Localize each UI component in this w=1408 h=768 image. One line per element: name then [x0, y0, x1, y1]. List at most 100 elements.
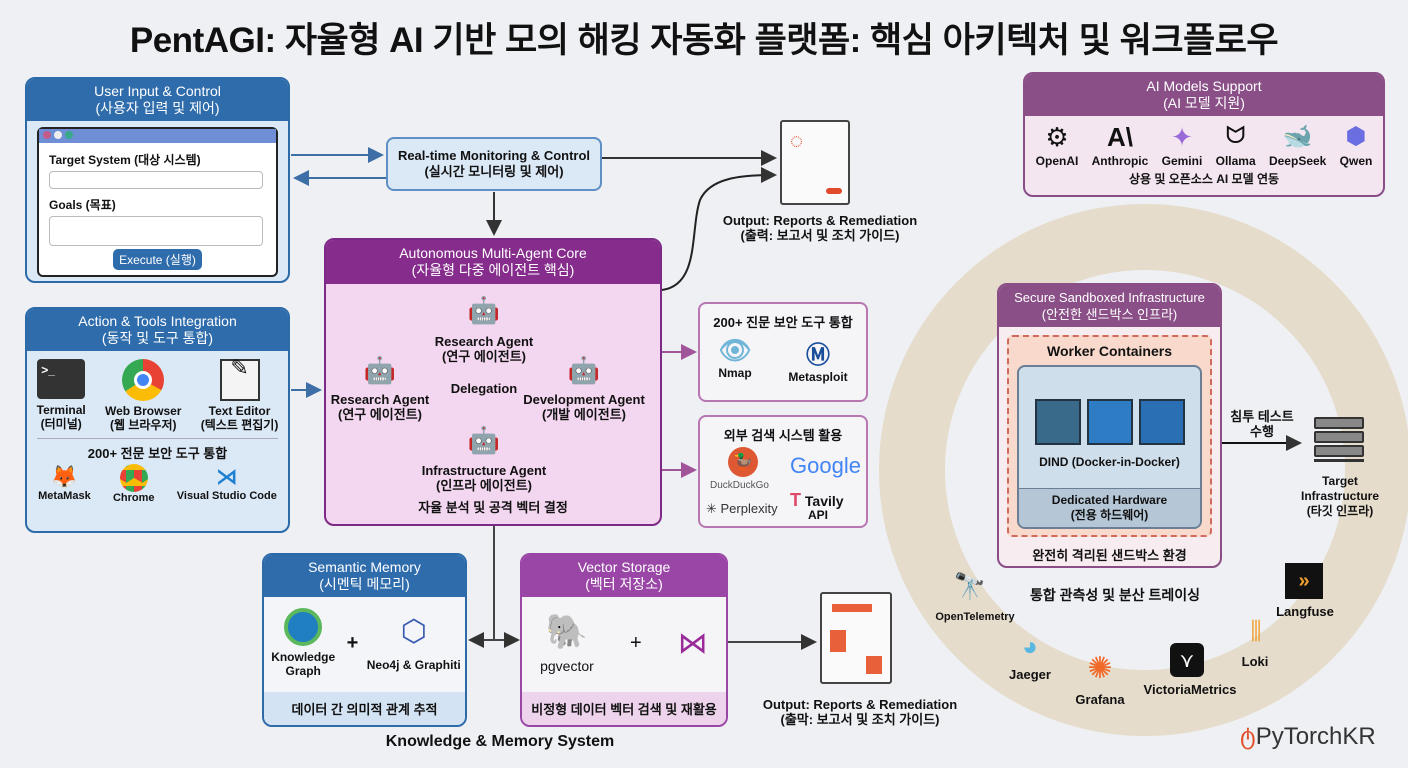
- target-label: Infrastructure: [1300, 489, 1380, 503]
- model-qwen: ⬢Qwen: [1340, 122, 1373, 168]
- monitoring-subtitle: (실시간 모니터링 및 제어): [424, 164, 564, 179]
- vector-storage-panel: Vector Storage(벡터 저장소) 🐘pgvector + ⋈ 비정형…: [520, 553, 728, 727]
- plus-icon: +: [630, 631, 642, 654]
- chrome-icon: [119, 464, 148, 492]
- ai-models-panel: AI Models Support(AI 모델 지원) ⚙ OpenAI A\ An…: [1023, 72, 1385, 197]
- panel-title: Secure Sandboxed Infrastructure: [1014, 290, 1205, 305]
- window-dot-icon: [65, 131, 73, 139]
- tool-web-browser: Web Browser(웹 브라우저): [105, 359, 181, 432]
- goals-input[interactable]: [49, 216, 263, 246]
- model-gemini: ✦Gemini: [1162, 122, 1203, 168]
- gemini-icon: ✦: [1171, 122, 1193, 152]
- agent-label: Research Agent: [330, 392, 430, 407]
- neo4j-item: ⬡Neo4j & Graphiti: [367, 614, 461, 672]
- tool-label: Nmap: [718, 366, 752, 380]
- openai-icon: ⚙: [1045, 122, 1069, 152]
- panel-subtitle: (사용자 입력 및 제어): [95, 100, 220, 116]
- multi-agent-core-panel: Autonomous Multi-Agent Core(자율형 다중 에이전트 …: [324, 238, 662, 526]
- nmap-eye-icon: 👁: [718, 335, 752, 365]
- input-window: Target System (대상 시스템) Goals (목표) Execut…: [37, 127, 278, 277]
- robot-icon: 🤖: [467, 294, 501, 325]
- model-label: Anthropic: [1091, 154, 1149, 168]
- tool-terminal: >_ Terminal(터미널): [37, 359, 86, 432]
- panel-subtitle: (자율형 다중 에이전트 핵심): [411, 262, 575, 278]
- victoriametrics-icon: ⋎: [1170, 643, 1204, 677]
- panel-title: AI Models Support: [1146, 78, 1262, 94]
- execute-button[interactable]: Execute (실행): [113, 249, 202, 270]
- jaeger-icon: ◕: [1022, 630, 1038, 661]
- report-document-icon: [820, 592, 892, 684]
- plus-icon: +: [346, 631, 359, 654]
- agent-label-ko: (연구 에이전트): [441, 349, 527, 364]
- ai-models-footer: 상용 및 오픈소스 AI 모델 연동: [1128, 172, 1280, 186]
- pytorchkr-logo: ტPyTorchKR: [1240, 722, 1376, 751]
- sandbox-panel: Secure Sandboxed Infrastructure(안전한 샌드박스…: [997, 283, 1222, 568]
- tool-label: Chrome: [112, 492, 155, 504]
- vscode-icon: ⋊: [215, 464, 238, 489]
- pgvector-item: 🐘pgvector: [540, 612, 594, 674]
- tool-label-ko: (터미널): [40, 417, 82, 431]
- model-openai: ⚙ OpenAI: [1036, 122, 1079, 168]
- agent-label: Research Agent: [434, 334, 534, 349]
- duckduckgo-label: DuckDuckGo: [710, 480, 769, 491]
- panel-title: Autonomous Multi-Agent Core: [399, 245, 587, 261]
- text-editor-icon: ✎: [219, 357, 260, 401]
- output-title: Output: Reports & Remediation: [722, 213, 918, 228]
- target-system-input[interactable]: [49, 171, 263, 189]
- window-dot-icon: [54, 131, 62, 139]
- opentelemetry-icon: 🔭: [953, 570, 987, 601]
- jaeger-label: Jaeger: [1009, 667, 1051, 682]
- pytorch-flame-icon: ტ: [1240, 723, 1256, 750]
- anthropic-icon: A\: [1106, 122, 1133, 152]
- memory-system-label: Knowledge & Memory System: [385, 733, 615, 750]
- neural-network-icon: ⋈: [677, 626, 708, 660]
- panel-subtitle: (시멘틱 메모리): [319, 576, 410, 592]
- tool-nmap: 👁Nmap: [718, 335, 751, 384]
- target-label-ko: (타깃 인프라): [1306, 504, 1374, 518]
- tool-label: Visual Studio Code: [176, 490, 277, 502]
- agent-label: Infrastructure Agent: [421, 463, 547, 478]
- search-systems-panel: 외부 검색 시스템 활용 🦆 DuckDuckGo Google ✳ Perpl…: [698, 415, 868, 528]
- tavily-icon: T: [790, 490, 801, 510]
- qwen-icon: ⬢: [1345, 123, 1367, 150]
- pgvector-label: pgvector: [540, 658, 594, 674]
- robot-icon: 🤖: [467, 424, 501, 455]
- tool-label-ko: (웹 브라우저): [109, 418, 177, 432]
- target-label: Target: [1322, 474, 1358, 488]
- api-label: API: [808, 508, 829, 522]
- model-label: Ollama: [1215, 154, 1256, 168]
- tool-label: Web Browser: [105, 404, 182, 418]
- report-document-icon: ◌: [780, 120, 850, 205]
- tool-label: Terminal: [36, 403, 86, 417]
- model-deepseek: 🐋DeepSeek: [1269, 122, 1326, 168]
- delegation-label: Delegation: [450, 381, 518, 396]
- grafana-label: Grafana: [1075, 692, 1125, 707]
- brand-label: PyTorchKR: [1255, 723, 1376, 750]
- victoriametrics-label: VictoriaMetrics: [1143, 682, 1237, 697]
- semantic-memory-panel: Semantic Memory(시멘틱 메모리) Knowledge Graph…: [262, 553, 467, 727]
- tool-metamask: 🦊MetaMask: [38, 464, 91, 504]
- panel-subtitle: (AI 모델 지원): [1163, 95, 1245, 111]
- worker-containers: Worker Containers DIND (Docker-in-Docker…: [1007, 335, 1212, 537]
- duckduckgo-icon: 🦆: [728, 447, 758, 477]
- page-title: PentAGI: 자율형 AI 기반 모의 해킹 자동화 플랫폼: 핵심 아키텍…: [129, 21, 1279, 60]
- pentest-label: 침투 테스트: [1230, 409, 1294, 424]
- agent-label: Development Agent: [523, 392, 645, 407]
- loki-icon: ⫼: [1250, 618, 1262, 645]
- observability-title: 통합 관측성 및 분산 트레이싱: [1029, 587, 1201, 603]
- panel-title: Semantic Memory: [308, 559, 421, 575]
- window-titlebar: [39, 129, 276, 143]
- kali-cube-icon: [1138, 399, 1185, 445]
- tool-label: Metasploit: [788, 370, 848, 384]
- metasploit-icon: Ⓜ: [806, 342, 830, 369]
- dind-label: DIND (Docker-in-Docker): [1039, 455, 1180, 469]
- monitoring-title: Real-time Monitoring & Control: [397, 148, 591, 163]
- tool-vscode: ⋊Visual Studio Code: [177, 464, 277, 504]
- robot-icon: 🤖: [567, 354, 601, 385]
- core-footer: 자율 분석 및 공격 벡터 결정: [418, 500, 568, 515]
- opentelemetry-label: OpenTelemetry: [935, 611, 1015, 623]
- terminal-icon: >_: [37, 359, 86, 399]
- model-label: OpenAI: [1035, 154, 1079, 168]
